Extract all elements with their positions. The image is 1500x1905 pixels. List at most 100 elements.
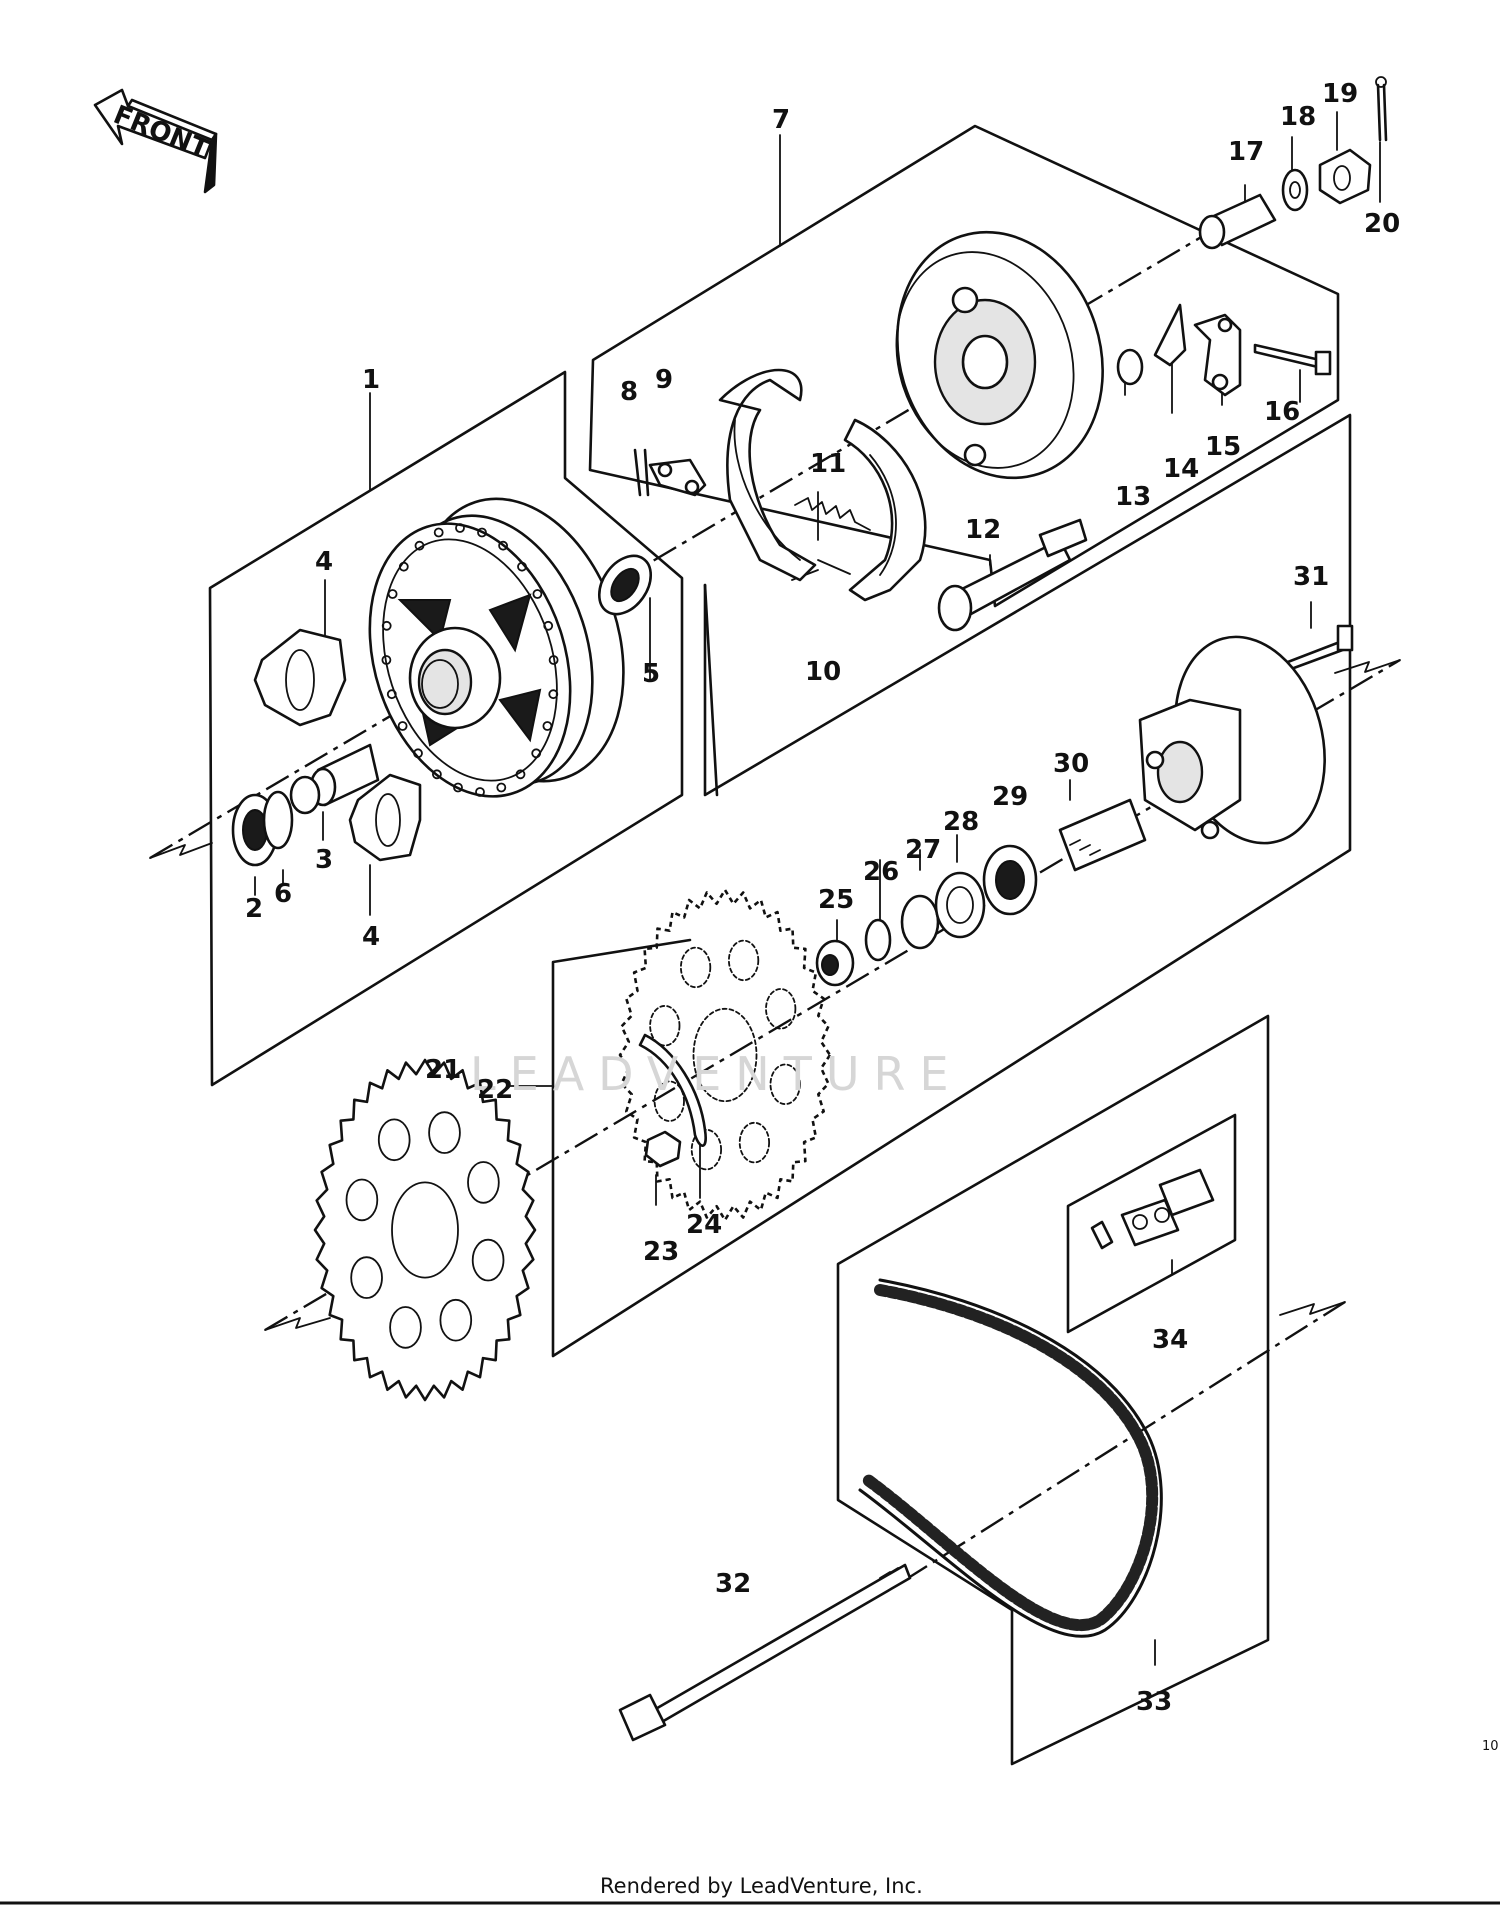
spoke-hole bbox=[381, 655, 392, 665]
callout-12: 12 bbox=[965, 515, 1001, 545]
sprocket-hole bbox=[471, 1238, 505, 1282]
wheel-hub bbox=[368, 497, 625, 798]
spoke-hole bbox=[387, 589, 398, 599]
sprocket-hole bbox=[428, 1111, 461, 1154]
callout-19: 19 bbox=[1322, 79, 1358, 109]
callout-9: 9 bbox=[655, 365, 673, 395]
spoke-hole bbox=[542, 721, 553, 731]
callout-11: 11 bbox=[810, 449, 846, 479]
callout-32: 32 bbox=[715, 1569, 751, 1599]
stud-bolt bbox=[1278, 624, 1354, 674]
brake-shoe-lower bbox=[843, 418, 927, 602]
axle-nut bbox=[1318, 148, 1372, 205]
seal-left bbox=[262, 790, 294, 850]
callout-22: 22 bbox=[477, 1075, 513, 1105]
watermark: LEADVENTURE bbox=[470, 1047, 963, 1101]
spacer-27 bbox=[900, 894, 940, 950]
sprocket-hole bbox=[345, 1178, 379, 1222]
sprocket-hole bbox=[649, 1004, 681, 1047]
axle-cotter bbox=[1375, 76, 1388, 142]
spoke-hole bbox=[475, 787, 485, 797]
coupling-sleeve-30 bbox=[1058, 798, 1147, 872]
callout-3: 3 bbox=[315, 845, 333, 875]
sprocket-hole bbox=[439, 1298, 473, 1342]
callout-2: 2 bbox=[245, 894, 263, 924]
callout-numbers: 1 2 3 4 4 5 6 7 8 9 10 11 12 13 14 15 16… bbox=[245, 79, 1400, 1717]
group-outlines bbox=[208, 124, 1352, 1766]
lock-plate bbox=[638, 1033, 707, 1147]
spoke-hole bbox=[398, 561, 409, 572]
rear-sprocket bbox=[313, 1058, 537, 1402]
callout-21: 21 bbox=[425, 1055, 461, 1085]
callout-33: 33 bbox=[1136, 1687, 1172, 1717]
callout-10: 10 bbox=[805, 657, 841, 687]
callout-34: 34 bbox=[1152, 1325, 1188, 1355]
spoke-hole bbox=[453, 782, 463, 793]
shoe-spring bbox=[794, 497, 871, 531]
callout-6: 6 bbox=[274, 879, 292, 909]
sprocket-hole bbox=[769, 1063, 801, 1105]
sprocket-center-hole bbox=[692, 1007, 758, 1103]
spoke-holes bbox=[381, 523, 559, 797]
callout-18: 18 bbox=[1280, 102, 1316, 132]
spoke-hole bbox=[397, 721, 408, 731]
callout-29: 29 bbox=[992, 782, 1028, 812]
collar-25 bbox=[815, 939, 855, 987]
callout-27: 27 bbox=[905, 835, 941, 865]
chain-master-link bbox=[1090, 1168, 1215, 1250]
spacer-left bbox=[289, 743, 380, 815]
shoe-plate bbox=[648, 458, 707, 497]
callout-31: 31 bbox=[1293, 562, 1329, 592]
callout-13: 13 bbox=[1115, 482, 1151, 512]
callout-1: 1 bbox=[362, 365, 380, 395]
spoke-hole bbox=[517, 561, 527, 572]
sprocket-hole bbox=[467, 1161, 500, 1204]
spoke-hole bbox=[531, 748, 542, 759]
callout-26: 26 bbox=[863, 857, 899, 887]
front-label: FRONT bbox=[109, 100, 213, 165]
cotter-pin bbox=[633, 448, 650, 497]
spoke-hole bbox=[414, 540, 425, 551]
drive-chain bbox=[858, 1278, 1163, 1638]
sprocket-hole bbox=[653, 1080, 685, 1122]
cam-seal bbox=[1116, 348, 1144, 386]
callout-4a: 4 bbox=[315, 547, 333, 577]
seal-28 bbox=[934, 871, 986, 939]
rear-axle bbox=[618, 1563, 912, 1742]
spoke-hole bbox=[455, 523, 465, 533]
callout-30: 30 bbox=[1053, 749, 1089, 779]
spoke-hole bbox=[433, 527, 444, 538]
sprocket-hole bbox=[377, 1118, 411, 1162]
sprocket-center-hole bbox=[391, 1181, 459, 1279]
lever-bolt bbox=[1253, 343, 1332, 376]
callout-20: 20 bbox=[1364, 209, 1400, 239]
sprocket-hole bbox=[389, 1306, 422, 1349]
spoke-hole bbox=[381, 620, 392, 631]
sprocket-hole bbox=[738, 1121, 771, 1164]
axle-collar bbox=[1198, 193, 1277, 250]
direction-arrows bbox=[149, 659, 1401, 1331]
callout-16: 16 bbox=[1264, 397, 1300, 427]
sprocket-teeth bbox=[618, 888, 832, 1222]
sprocket-hole bbox=[765, 988, 797, 1030]
wear-indicator bbox=[1153, 303, 1187, 367]
callout-23: 23 bbox=[643, 1237, 679, 1267]
spoke-hole bbox=[498, 540, 509, 551]
spoke-hole bbox=[413, 748, 423, 759]
spoke-hole bbox=[431, 769, 442, 780]
spoke-hole bbox=[477, 527, 487, 538]
axis-lines bbox=[149, 224, 1401, 1582]
sprocket-teeth bbox=[313, 1058, 537, 1402]
footer-credit: Rendered by LeadVenture, Inc. bbox=[600, 1874, 923, 1898]
spoke-hole bbox=[548, 689, 559, 700]
washer-26 bbox=[864, 918, 892, 962]
bearing-right bbox=[597, 554, 653, 616]
damper-lower bbox=[348, 773, 422, 862]
spoke-hole bbox=[548, 655, 559, 665]
brake-camshaft bbox=[937, 518, 1088, 632]
cam-lever bbox=[1193, 313, 1242, 397]
coupling-hub bbox=[1138, 635, 1326, 845]
bearing-29 bbox=[982, 844, 1038, 916]
callout-7: 7 bbox=[772, 105, 790, 135]
